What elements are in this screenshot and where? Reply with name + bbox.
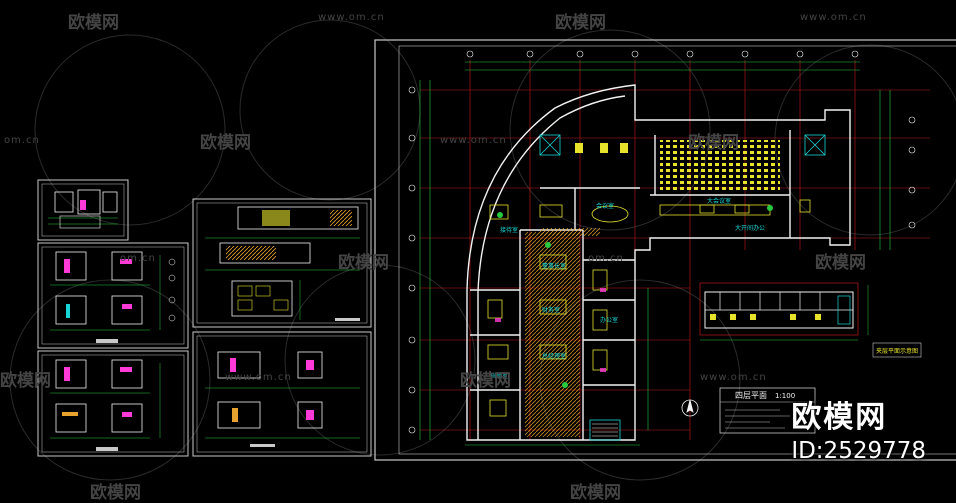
watermark-url-2: www.om.cn — [800, 12, 867, 23]
brand-id: ID:2529778 — [791, 438, 926, 464]
sheet-small-1 — [37, 179, 129, 241]
watermark-logo-7: 欧模网 — [0, 371, 51, 391]
room-label-meeting: 会议室 — [596, 202, 614, 210]
room-label-reception: 接待室 — [500, 226, 518, 234]
watermark-url-3: om.cn — [4, 135, 40, 146]
watermark-url-8: www.om.cn — [700, 372, 767, 383]
watermark-url-6: om.cn — [588, 253, 624, 264]
room-label-archive: 档案室 — [490, 372, 508, 380]
plan-title: 四层平面 — [735, 391, 767, 400]
watermark-url-7: www.om.cn — [225, 372, 292, 383]
watermark-logo-5: 欧模网 — [338, 253, 389, 273]
building-walls — [466, 84, 851, 441]
plants — [497, 205, 773, 388]
dimension-lines — [419, 61, 891, 446]
watermark-logo-3: 欧模网 — [200, 133, 251, 153]
sheet-section-details — [192, 198, 372, 328]
watermark-url-4: www.om.cn — [440, 135, 507, 146]
sheet-interior-elevations-1 — [37, 242, 189, 349]
sheet-main-floor-plan: 大会议室 会议室 董事长室 财务室 总经理室 办公室 大开间办公 接待室 档案室 — [374, 39, 956, 461]
watermark-logo-2: 欧模网 — [555, 13, 606, 33]
room-label-manager: 总经理室 — [542, 352, 566, 360]
furniture — [487, 199, 811, 417]
watermark-logo-1: 欧模网 — [68, 13, 119, 33]
corridor-hatch — [525, 232, 580, 437]
watermark-logo-4: 欧模网 — [688, 133, 739, 153]
plan-scale: 1:100 — [775, 392, 795, 400]
auditorium-seating — [660, 140, 780, 190]
brand-name: 欧模网 — [791, 400, 888, 435]
brand-overlay: 欧模网 ID:2529778 — [791, 392, 926, 464]
axis-bubbles — [408, 50, 916, 434]
watermark-url-1: www.om.cn — [318, 12, 385, 23]
room-label-finance: 财务室 — [542, 306, 560, 314]
room-label-office: 办公室 — [600, 316, 618, 324]
sheet-interior-elevations-2 — [37, 350, 189, 457]
watermark-url-5: om.cn — [120, 253, 156, 264]
watermark-logo-6: 欧模网 — [815, 253, 866, 273]
sub-plan: 夹层平面示意图 — [699, 282, 922, 358]
room-label-open-office: 大开间办公 — [735, 224, 765, 232]
sheet-room-details — [192, 331, 372, 457]
room-label-large-meeting: 大会议室 — [707, 197, 731, 205]
sub-plan-label: 夹层平面示意图 — [876, 347, 918, 355]
room-label-chairman: 董事长室 — [542, 262, 566, 270]
plan-title-block: 四层平面 1:100 — [719, 387, 816, 434]
stair-cores — [539, 134, 826, 441]
north-arrow-icon — [681, 399, 699, 417]
watermark-logo-8: 欧模网 — [460, 371, 511, 391]
cad-drawing-canvas: 大会议室 会议室 董事长室 财务室 总经理室 办公室 大开间办公 接待室 档案室 — [9, 19, 956, 481]
